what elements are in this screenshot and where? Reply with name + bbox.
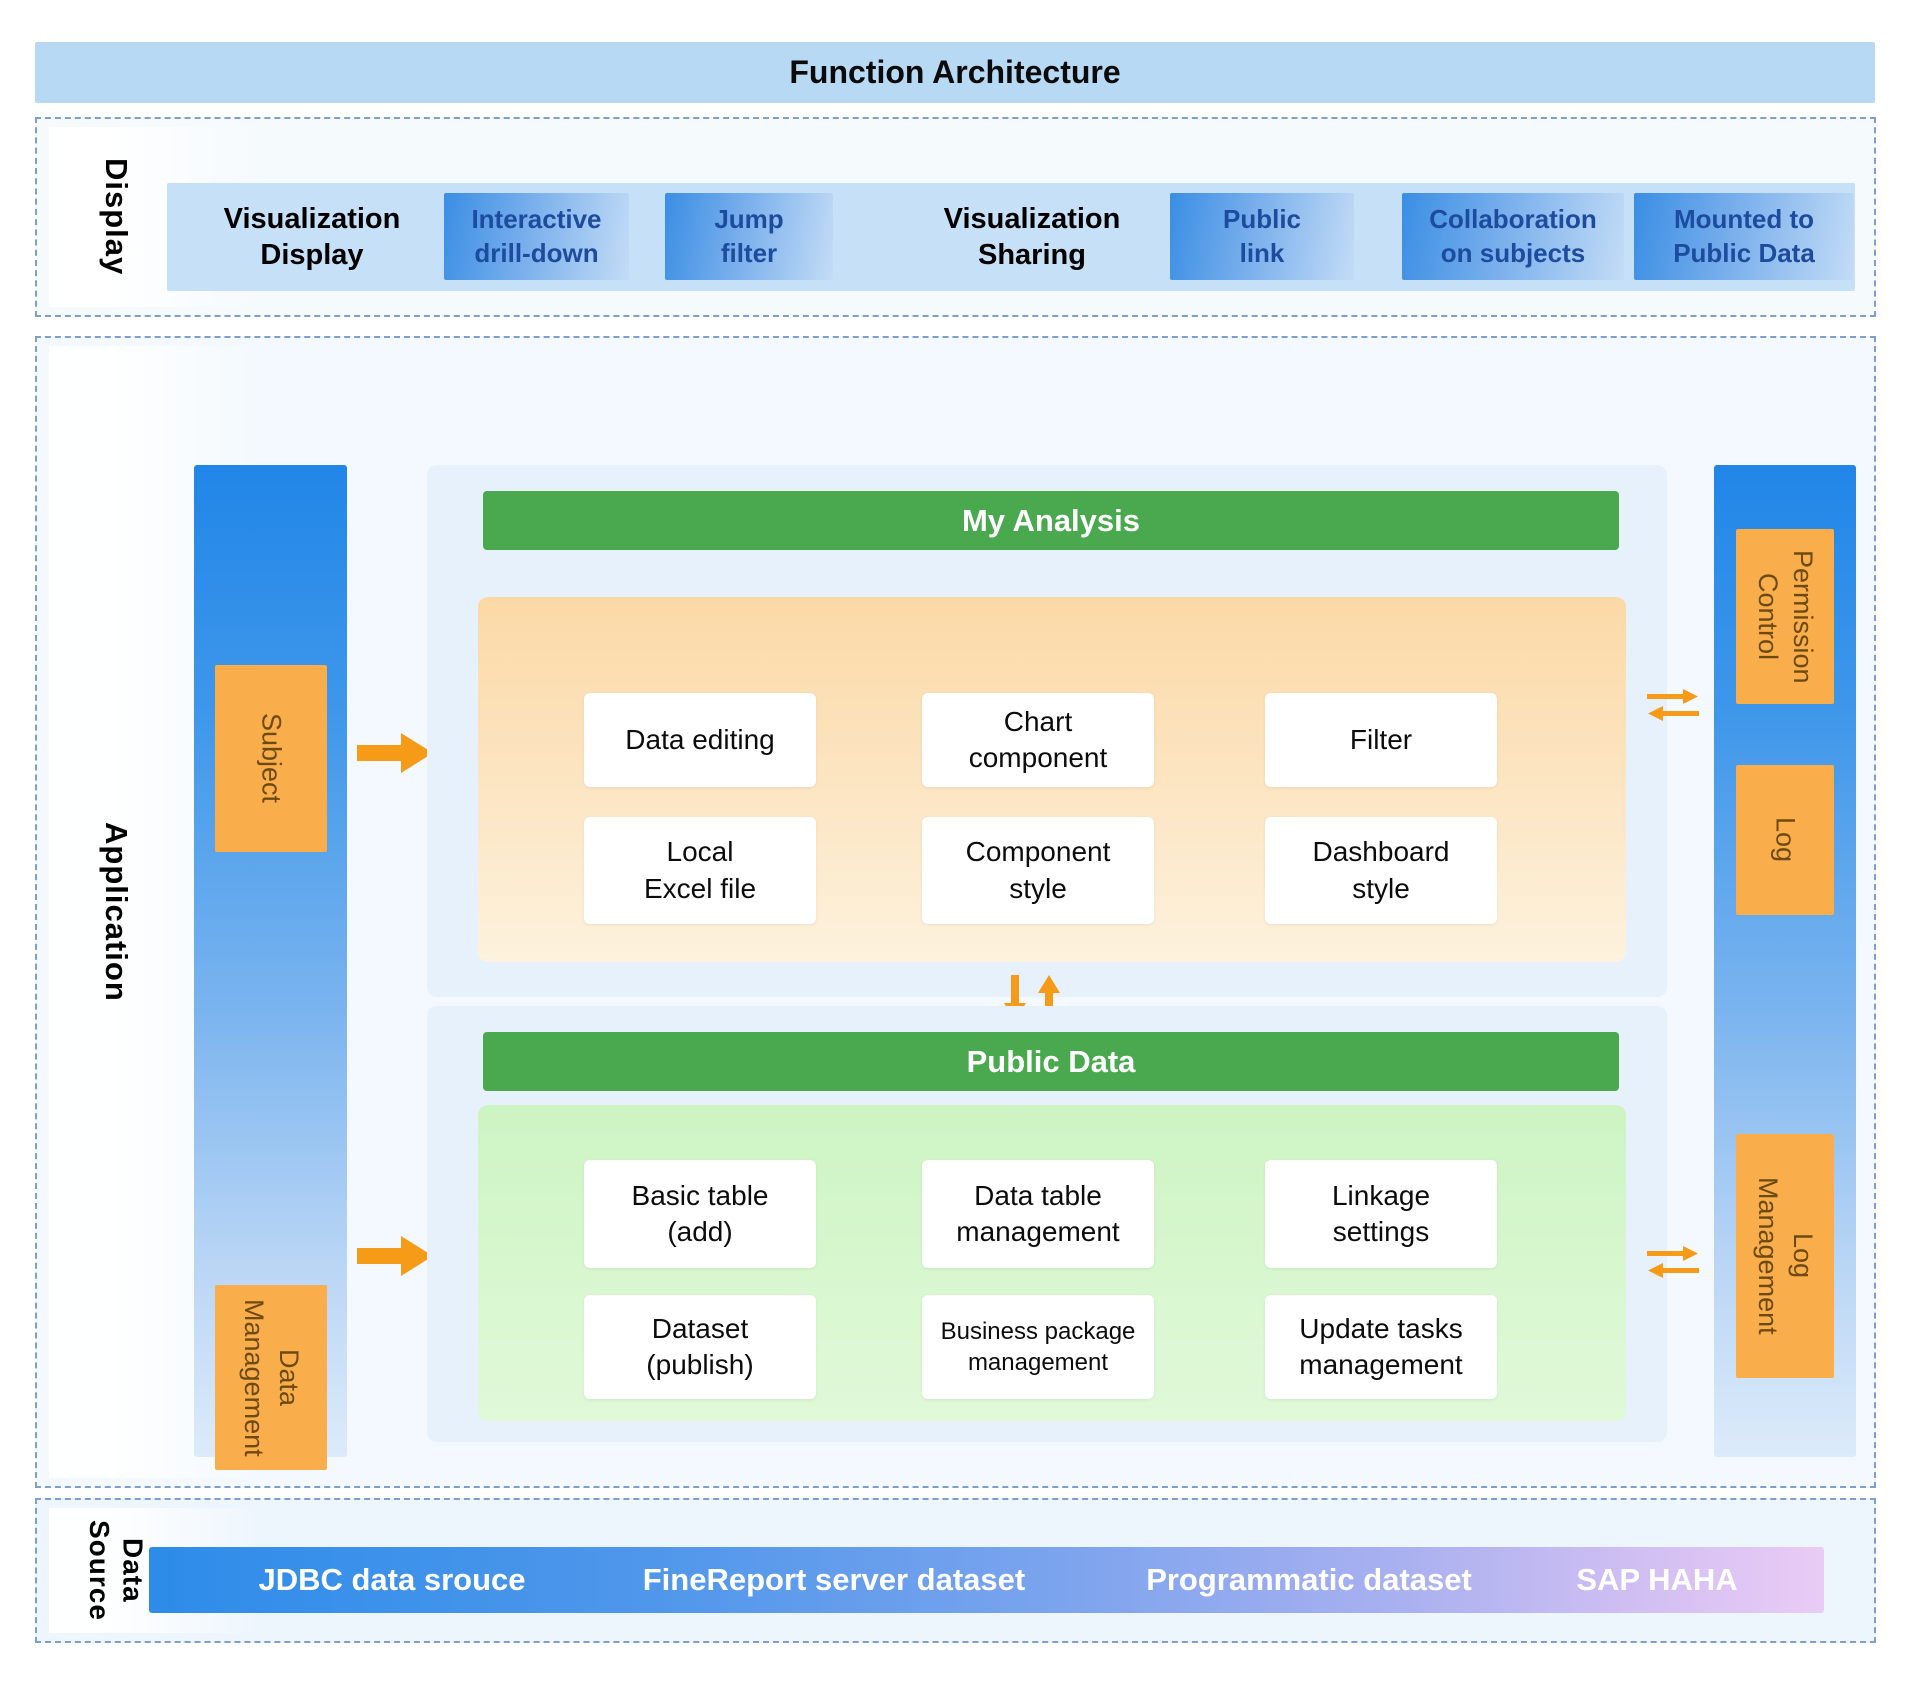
local-excel-file-cell: Local Excel file	[584, 817, 816, 924]
public-data-body: Basic table (add) Data table management …	[478, 1105, 1626, 1421]
filter-cell: Filter	[1265, 693, 1497, 787]
chart-component-cell: Chart component	[922, 693, 1154, 787]
sap-haha-item: SAP HAHA	[1576, 1562, 1738, 1597]
display-section-label: Display	[99, 158, 134, 276]
permission-control-box: Permission Control	[1736, 529, 1834, 704]
dashboard-style-cell: Dashboard style	[1265, 817, 1497, 924]
exchange-arrows-top-icon	[1647, 688, 1699, 722]
application-section: Application Subject Data Management My A…	[35, 336, 1876, 1488]
programmatic-dataset-item: Programmatic dataset	[1146, 1562, 1472, 1597]
public-link-box: Public link	[1170, 193, 1354, 280]
collaboration-on-subjects-box: Collaboration on subjects	[1402, 193, 1624, 280]
log-management-box: Log Management	[1736, 1134, 1834, 1378]
interactive-drill-down-box: Interactive drill-down	[444, 193, 629, 280]
data-source-section-label: Data Source	[84, 1520, 149, 1621]
my-analysis-header: My Analysis	[483, 491, 1619, 550]
subject-box: Subject	[215, 665, 327, 852]
subject-flow-arrow-icon	[357, 730, 435, 776]
finereport-server-dataset-item: FineReport server dataset	[642, 1562, 1026, 1597]
business-package-management-cell: Business package management	[922, 1295, 1154, 1399]
my-analysis-panel: My Analysis Data editing Chart component…	[427, 465, 1667, 997]
linkage-settings-cell: Linkage settings	[1265, 1160, 1497, 1268]
exchange-arrows-bottom-icon	[1647, 1245, 1699, 1279]
page-title: Function Architecture	[35, 42, 1875, 103]
public-data-panel: Public Data Basic table (add) Data table…	[427, 1006, 1667, 1442]
display-row: Visualization Display Interactive drill-…	[167, 183, 1855, 291]
update-tasks-management-cell: Update tasks management	[1265, 1295, 1497, 1399]
dataset-publish-cell: Dataset (publish)	[584, 1295, 816, 1399]
display-section: Display Visualization Display Interactiv…	[35, 117, 1876, 317]
data-management-box: Data Management	[215, 1285, 327, 1470]
visualization-display-heading: Visualization Display	[223, 202, 401, 271]
application-section-label: Application	[99, 822, 134, 1002]
public-data-header: Public Data	[483, 1032, 1619, 1091]
my-analysis-body: Data editing Chart component Filter Loca…	[478, 597, 1626, 962]
jdbc-data-source-item: JDBC data srouce	[258, 1562, 526, 1597]
data-management-flow-arrow-icon	[357, 1233, 435, 1279]
visualization-sharing-heading: Visualization Sharing	[943, 202, 1121, 271]
left-rail: Subject Data Management	[194, 465, 347, 1470]
data-editing-cell: Data editing	[584, 693, 816, 787]
basic-table-add-cell: Basic table (add)	[584, 1160, 816, 1268]
data-source-bar: JDBC data srouce FineReport server datas…	[149, 1547, 1824, 1613]
component-style-cell: Component style	[922, 817, 1154, 924]
data-source-section: Data Source JDBC data srouce FineReport …	[35, 1498, 1876, 1643]
mounted-to-public-data-box: Mounted to Public Data	[1634, 193, 1854, 280]
data-table-management-cell: Data table management	[922, 1160, 1154, 1268]
right-rail: Permission Control Log Log Management	[1714, 465, 1856, 1457]
log-box: Log	[1736, 765, 1834, 915]
jump-filter-box: Jump filter	[665, 193, 833, 280]
